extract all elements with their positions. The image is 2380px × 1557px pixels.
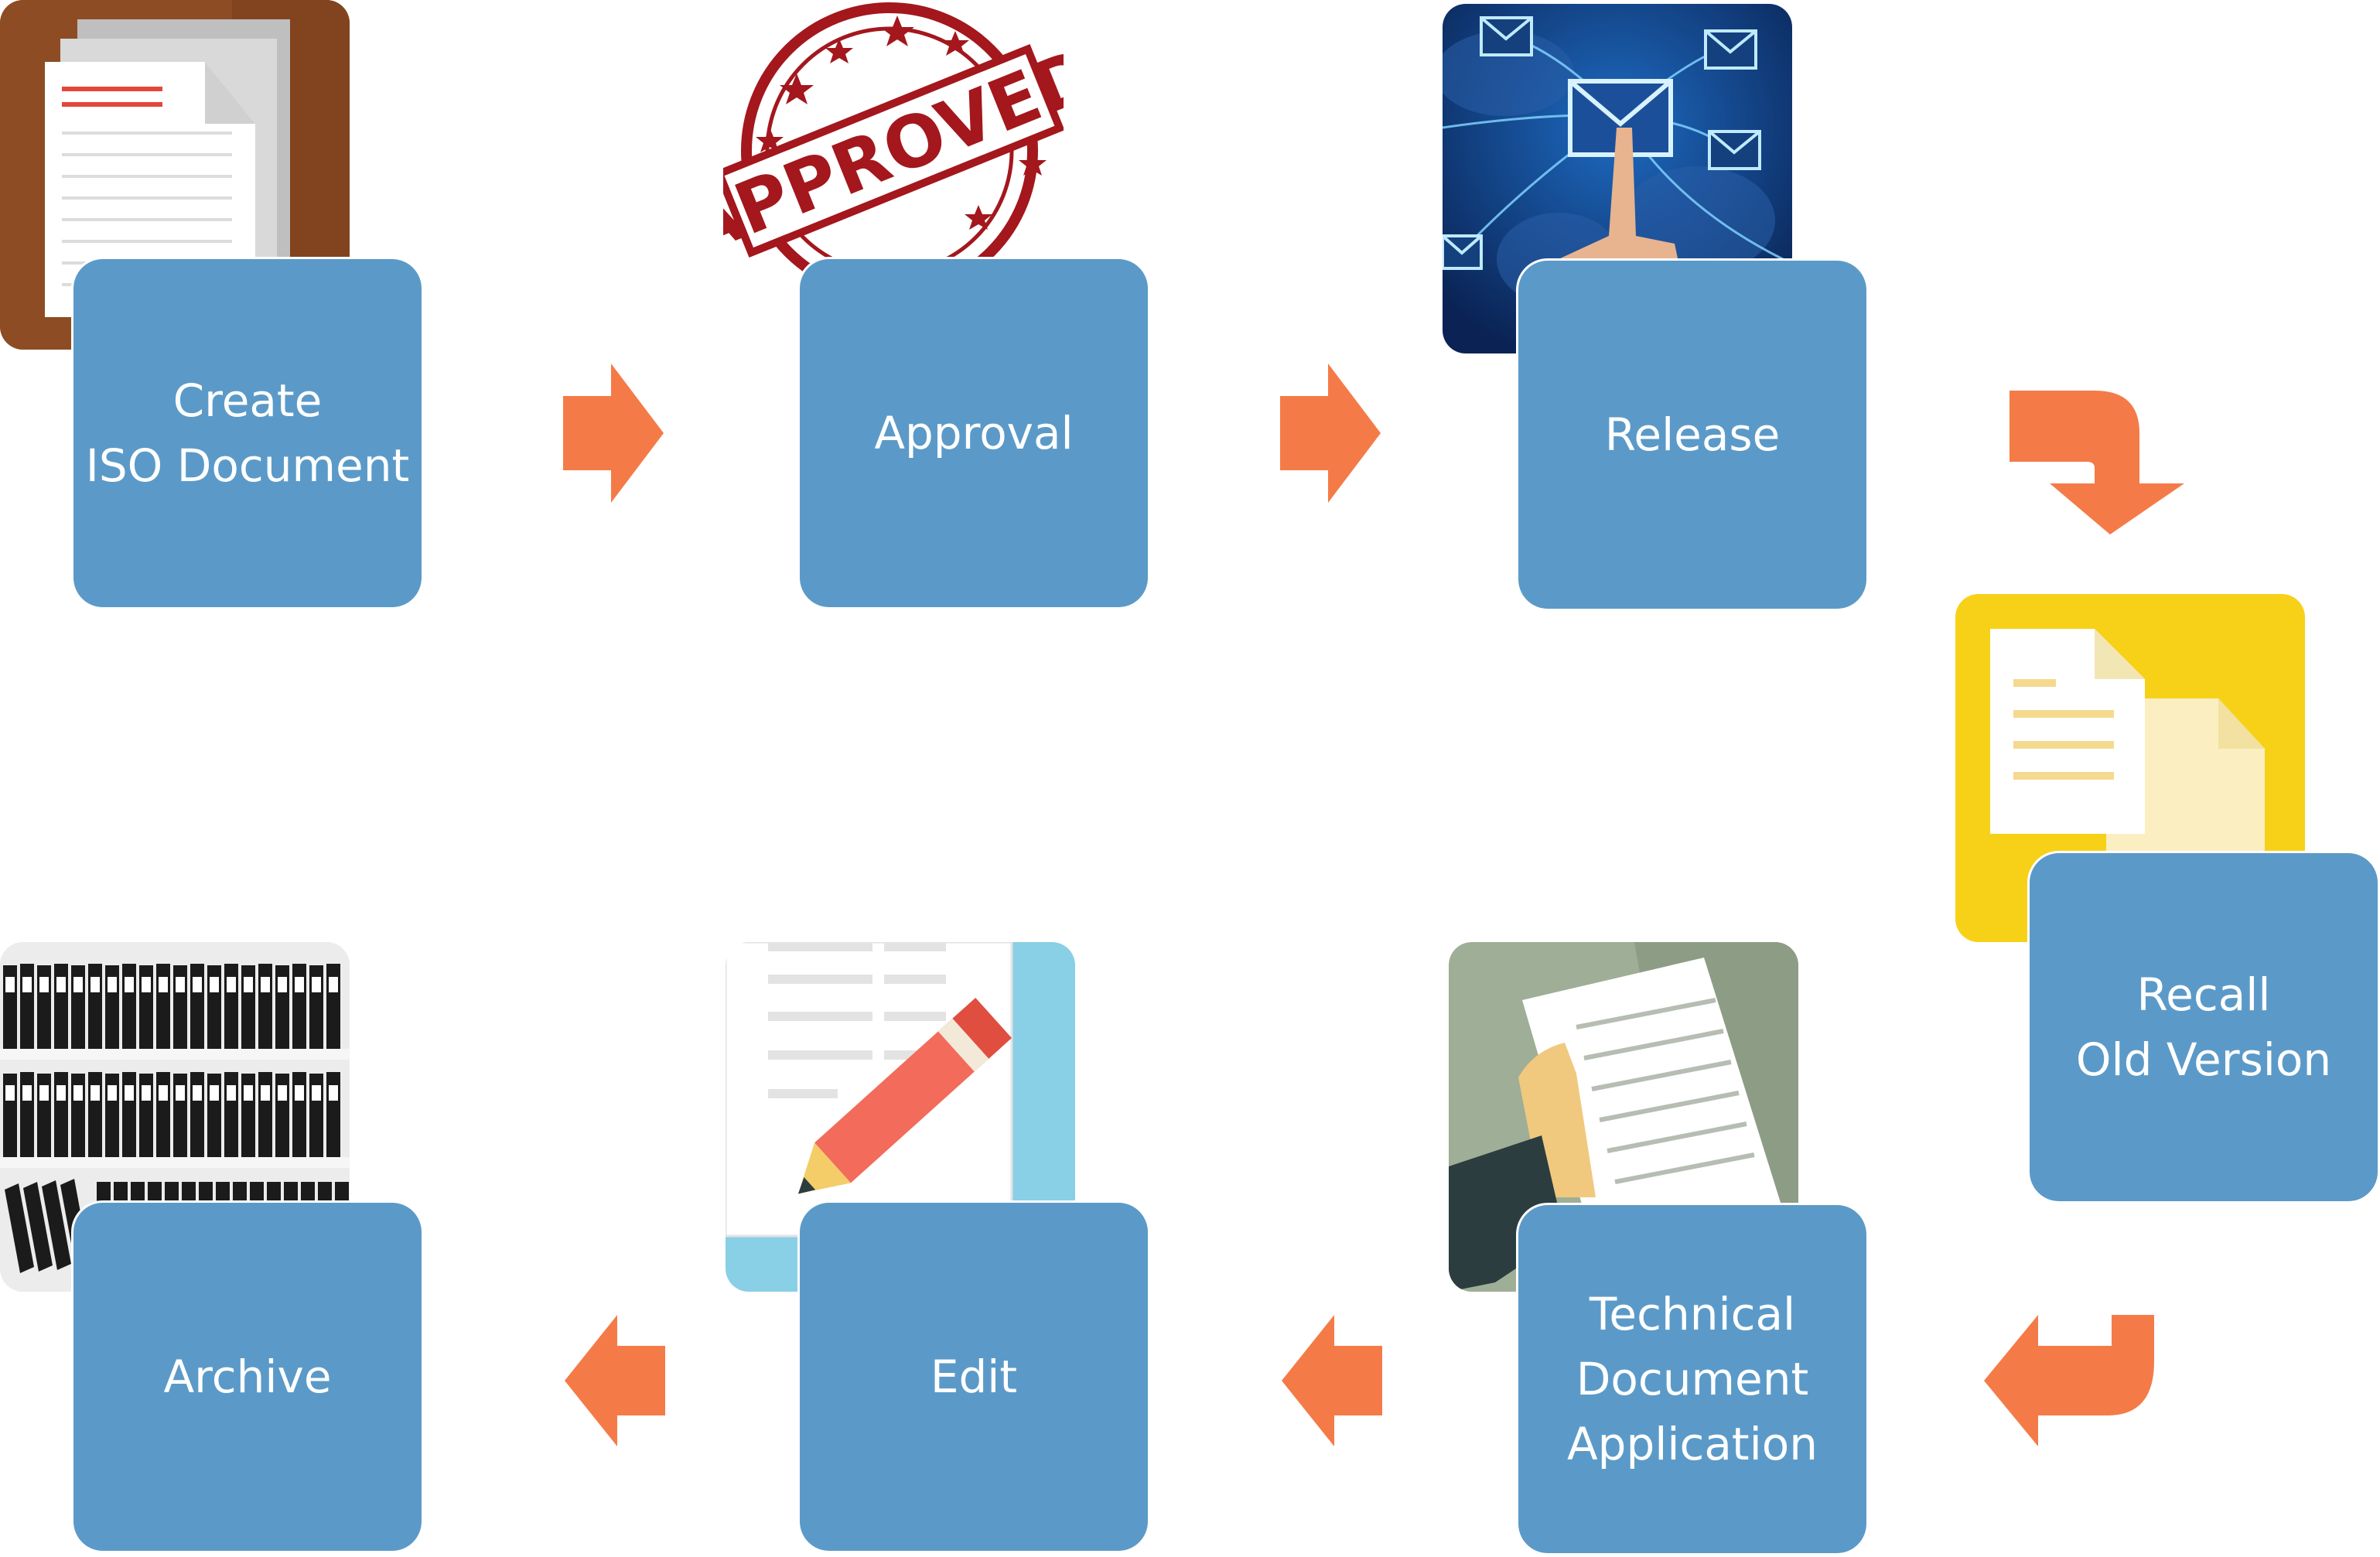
stage-recall-label: Recall Old Version xyxy=(2075,968,2332,1086)
stage-approval-label: Approval xyxy=(874,406,1074,459)
pencil-edit-icon xyxy=(726,942,1075,1292)
arrow-turn-down xyxy=(2010,391,2184,534)
arrow-right-1 xyxy=(563,364,664,503)
stage-create: Create ISO Document xyxy=(73,259,422,607)
stage-approval: Approval xyxy=(800,259,1148,607)
stage-technical-label: Technical Document Application xyxy=(1566,1287,1818,1471)
stage-recall: Recall Old Version xyxy=(2030,853,2378,1201)
document-icon xyxy=(0,0,350,350)
approved-stamp-icon: APPROVED xyxy=(723,0,1064,309)
document-illustration xyxy=(0,0,350,350)
arrow-left-1 xyxy=(1282,1315,1382,1446)
stage-technical: Technical Document Application xyxy=(1518,1205,1866,1553)
stage-release: Release xyxy=(1518,261,1866,609)
arrow-turn-left xyxy=(1984,1315,2154,1446)
pencil-edit-illustration xyxy=(726,942,1075,1292)
arrow-right-2 xyxy=(1280,364,1381,503)
stage-archive: Archive xyxy=(73,1203,422,1551)
stage-edit-label: Edit xyxy=(930,1350,1018,1403)
stage-edit: Edit xyxy=(800,1203,1148,1551)
stage-archive-label: Archive xyxy=(163,1350,332,1403)
arrow-left-2 xyxy=(565,1315,665,1446)
stage-release-label: Release xyxy=(1604,408,1781,461)
stage-create-label: Create ISO Document xyxy=(85,374,410,492)
approved-stamp: APPROVED xyxy=(723,2,1064,299)
